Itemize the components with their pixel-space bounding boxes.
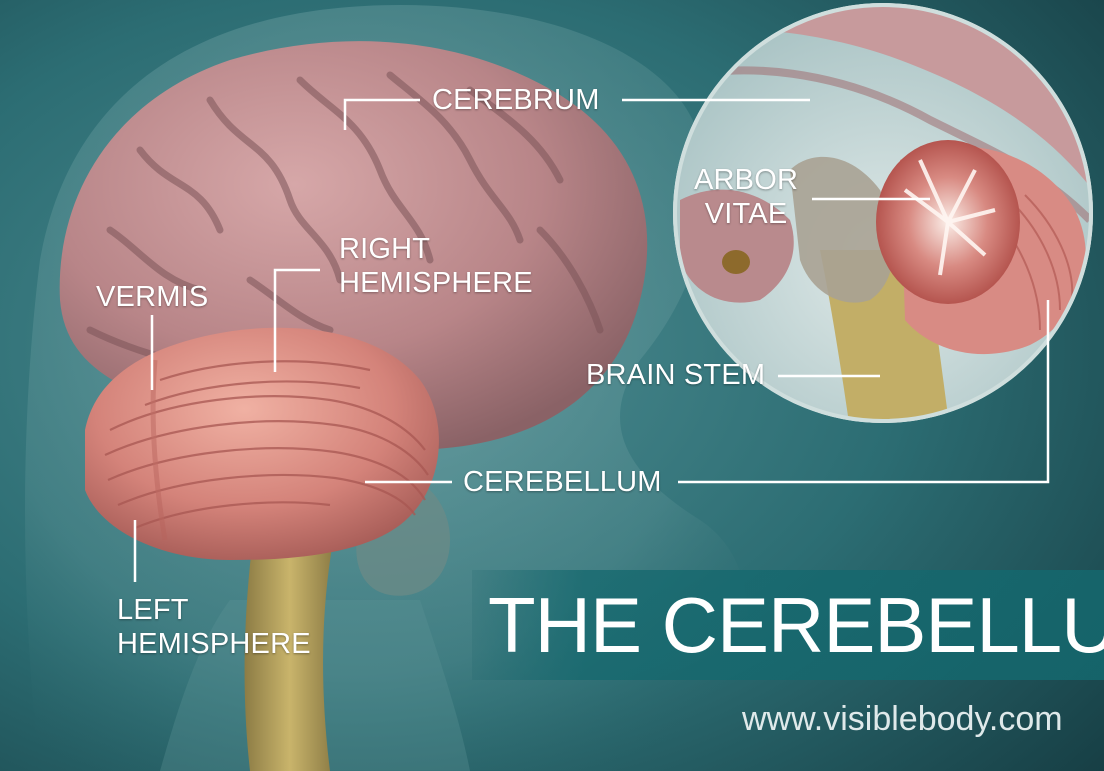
label-left-hemisphere-line-1: LEFT xyxy=(117,593,311,627)
label-cerebellum: CEREBELLUM xyxy=(463,465,662,499)
label-left-hemisphere-line-2: HEMISPHERE xyxy=(117,627,311,661)
label-arbor-vitae: ARBOR VITAE xyxy=(694,163,798,231)
label-right-hemisphere-line-2: HEMISPHERE xyxy=(339,266,533,300)
label-vermis: VERMIS xyxy=(96,280,208,314)
label-brain-stem: BRAIN STEM xyxy=(586,358,765,392)
label-cerebrum: CEREBRUM xyxy=(432,83,600,117)
website-url: www.visiblebody.com xyxy=(742,699,1063,739)
label-arbor-vitae-line-1: ARBOR xyxy=(694,163,798,197)
label-right-hemisphere: RIGHT HEMISPHERE xyxy=(339,232,533,300)
label-arbor-vitae-line-2: VITAE xyxy=(694,197,798,231)
label-left-hemisphere: LEFT HEMISPHERE xyxy=(117,593,311,661)
page-title: THE CEREBELLUM xyxy=(488,585,1104,665)
label-right-hemisphere-line-1: RIGHT xyxy=(339,232,533,266)
